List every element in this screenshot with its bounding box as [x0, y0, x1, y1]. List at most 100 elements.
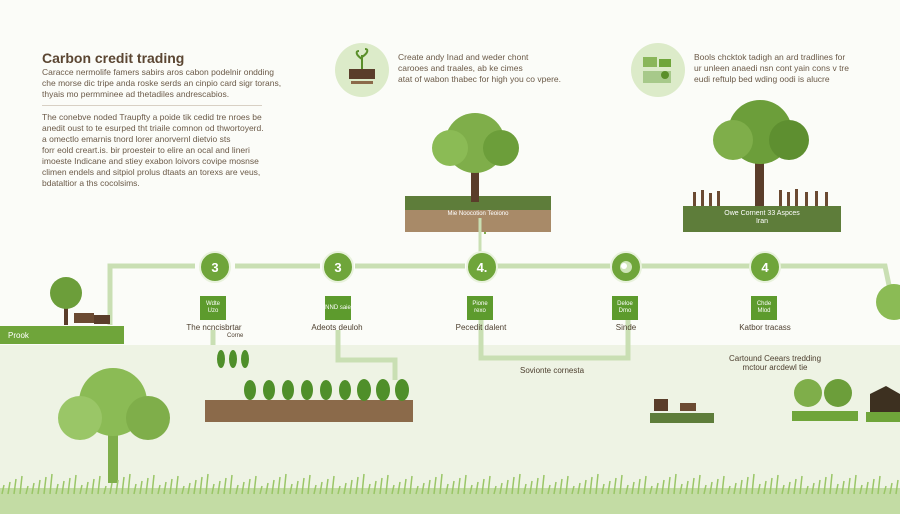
plot-label: Mie Noocotion Teoiono — [447, 211, 509, 217]
grass-blade — [283, 473, 287, 495]
grass-blade — [97, 475, 101, 495]
step-node-3[interactable]: 4. — [466, 251, 498, 283]
grass-blade — [325, 478, 329, 495]
grass-blade — [511, 476, 515, 495]
grass-blade — [817, 479, 821, 495]
grass-blade — [49, 473, 53, 495]
grass-blade — [475, 481, 479, 495]
grass-blade — [463, 474, 467, 495]
cartound-line: mctour arcdewl tie — [742, 363, 808, 372]
grass-blade — [367, 483, 371, 495]
grass-blade — [559, 478, 563, 495]
step-label-3: Pecedit dalent — [455, 323, 507, 332]
step-node-1[interactable]: 3 — [199, 251, 231, 283]
grass-blade — [397, 481, 401, 495]
grass-blade — [835, 483, 839, 495]
grass-blade — [553, 481, 557, 495]
grass-blade — [277, 476, 281, 495]
grass-blade — [115, 479, 119, 495]
grass-blade — [355, 476, 359, 495]
grass-blade — [7, 481, 11, 495]
grass-blade — [85, 481, 89, 495]
grass-blade — [607, 480, 611, 495]
grass-blade — [847, 477, 851, 495]
large-tree-illustration — [58, 368, 170, 483]
edge-tree-icon — [876, 284, 900, 320]
grass-blade — [337, 485, 341, 495]
grass-blade — [895, 479, 899, 495]
cross-label: Corne — [227, 333, 244, 339]
grass-blade — [235, 484, 239, 495]
grass-blade — [265, 482, 269, 495]
grass-blade — [145, 477, 149, 495]
step-label-2: Adeots deuloh — [311, 323, 363, 332]
grass-blade — [721, 475, 725, 495]
grass-blade — [679, 483, 683, 495]
grass-blade — [13, 478, 17, 495]
grass-blade — [223, 477, 227, 495]
grass-blade — [643, 475, 647, 495]
grass-blade — [1, 484, 5, 495]
grass-blade — [313, 484, 317, 495]
grass-blade — [613, 477, 617, 495]
step-node-2[interactable]: 3 — [322, 251, 354, 283]
grass-blade — [199, 476, 203, 495]
intro-line: imoeste Indicane and stiey exabon loivor… — [42, 156, 259, 166]
intro-line: thyais mo permminee ad thetadiles andres… — [42, 89, 230, 99]
sovionte-label: Sovionte cornesta — [520, 366, 585, 375]
grass-blade — [697, 474, 701, 495]
grass-blade — [715, 478, 719, 495]
plant-tractor-icon — [335, 43, 389, 97]
intro-line: bdataltior a ths cocolsims. — [42, 178, 140, 188]
grass-blade — [739, 479, 743, 495]
grass-blade — [37, 479, 41, 495]
note-line: eudi reftulp bed wding oodi is alucre — [694, 74, 830, 84]
grass-blade — [181, 485, 185, 495]
grass-blade — [385, 474, 389, 495]
grass-blade — [79, 484, 83, 495]
grass-blade — [379, 477, 383, 495]
grass-blade — [655, 482, 659, 495]
grass-blade — [673, 473, 677, 495]
left-start-bar: Prook — [0, 326, 124, 344]
grass-blade — [865, 481, 869, 495]
grass-blade — [289, 483, 293, 495]
plot2-label: Owe Cornent 33 Aspces Iran — [690, 210, 834, 226]
page-title: Carbon credit trading — [42, 50, 185, 66]
grass-blade — [889, 482, 893, 495]
grass-blade — [667, 476, 671, 495]
tree-plot-illustration — [405, 113, 551, 234]
grass-blade — [157, 484, 161, 495]
grass-blade — [757, 483, 761, 495]
plot2-label-line: Iran — [755, 218, 769, 225]
grass-blade — [661, 479, 665, 495]
grass-blade — [61, 480, 65, 495]
intro-line: Caracce nermolife famers sabirs aros cab… — [42, 67, 274, 77]
grass-blade — [151, 474, 155, 495]
grass-blade — [31, 482, 35, 495]
step-number: 3 — [334, 259, 342, 275]
grass-blade — [295, 480, 299, 495]
grass-blade — [541, 474, 545, 495]
step-node-5[interactable]: 4 — [749, 251, 781, 283]
grass-blade — [457, 477, 461, 495]
intro-line: anedit oust to te esurped tht triaile co… — [42, 123, 264, 133]
step-label-1: The ncncisbrtar — [186, 323, 242, 332]
top-note-1: Create andy Inad and weder chont carooes… — [398, 52, 561, 85]
grass-blade — [247, 478, 251, 495]
grass-blade — [619, 474, 623, 495]
intro-line: The conebve noded Traupfty a poide tik c… — [42, 112, 262, 122]
grass-blade — [481, 478, 485, 495]
grass-blade — [421, 482, 425, 495]
note-line: Create andy Inad and weder chont — [398, 52, 529, 62]
grass-blade — [415, 485, 419, 495]
grass-blade — [169, 478, 173, 495]
tractor-plot-icon — [650, 399, 714, 423]
grass-blade — [271, 479, 275, 495]
grass-blade — [361, 473, 365, 495]
step-number: 3 — [211, 259, 219, 275]
grass-blade — [505, 479, 509, 495]
grass-blade — [877, 475, 881, 495]
step-node-4[interactable] — [610, 251, 642, 283]
note-line: ur unleen anaedi nsn cont yain cons v tr… — [694, 63, 849, 73]
